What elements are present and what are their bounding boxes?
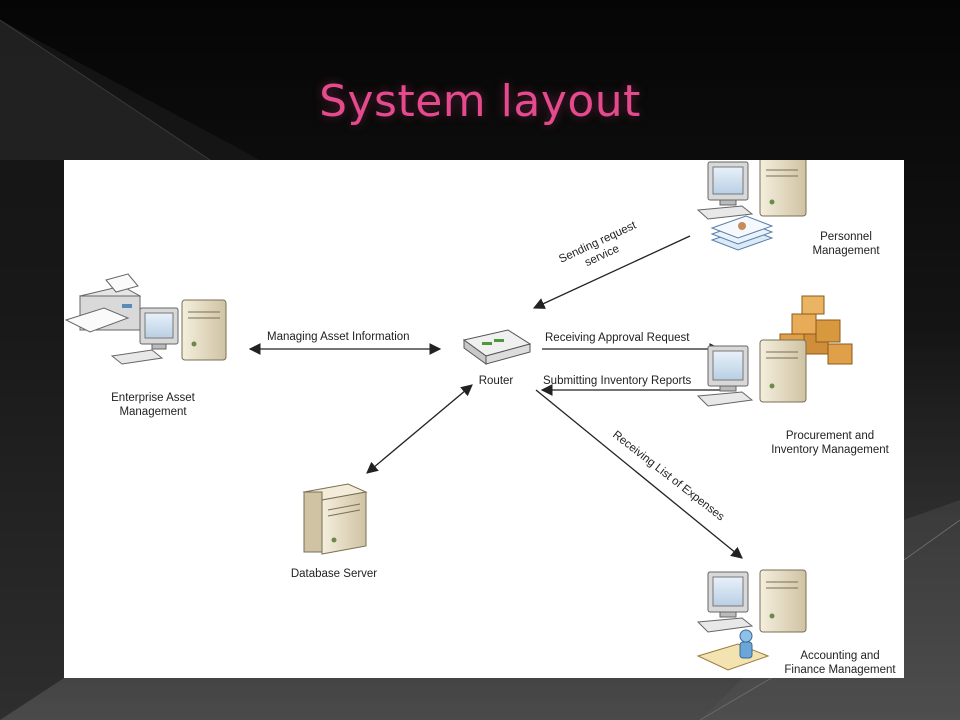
personnel-node: Personnel Management: [696, 160, 880, 257]
personnel-line2: Management: [812, 245, 880, 257]
computer-icon: [696, 339, 807, 407]
arrow-sending-request: [532, 235, 691, 309]
router-node: Router: [462, 329, 532, 387]
accounting-node: Accounting and Finance Management: [696, 569, 896, 676]
slide-title: System layout: [319, 76, 641, 127]
computer-icon: [696, 569, 807, 633]
edge-label-managing-asset: Managing Asset Information: [267, 331, 410, 343]
arrows: [248, 235, 743, 559]
diagram-panel: Sending request service Managing Asset I…: [64, 160, 904, 678]
arrow-database-link: [366, 384, 473, 474]
edge-label-receiving-expenses: Receiving List of Expenses: [610, 429, 726, 524]
printer-icon: [64, 273, 142, 333]
enterprise-asset-line2: Management: [119, 406, 187, 418]
procurement-line1: Procurement and: [786, 430, 874, 442]
procurement-node: Procurement and Inventory Management: [696, 295, 890, 456]
accounting-line1: Accounting and: [800, 650, 879, 662]
computer-icon: [696, 160, 807, 220]
enterprise-asset-line1: Enterprise Asset: [111, 392, 196, 404]
router-label: Router: [479, 375, 514, 387]
computer-icon: [110, 299, 227, 365]
router-icon: [462, 329, 532, 365]
boxes-icon: [779, 295, 853, 365]
enterprise-asset-node: Enterprise Asset Management: [64, 273, 227, 418]
database-label: Database Server: [291, 568, 377, 580]
system-diagram: Sending request service Managing Asset I…: [64, 160, 896, 676]
person-at-desk-icon: [696, 629, 770, 671]
database-node: Database Server: [291, 483, 377, 580]
edge-label-receiving-approval: Receiving Approval Request: [545, 332, 690, 344]
personnel-line1: Personnel: [820, 231, 872, 243]
edge-label-sending-request: Sending request service: [557, 218, 647, 278]
procurement-line2: Inventory Management: [771, 444, 889, 456]
documents-icon: [710, 215, 774, 251]
edge-label-submitting-inventory: Submitting Inventory Reports: [543, 375, 692, 387]
arrow-receiving-expenses: [535, 389, 743, 559]
accounting-line2: Finance Management: [784, 664, 896, 676]
server-tower-icon: [302, 483, 368, 555]
